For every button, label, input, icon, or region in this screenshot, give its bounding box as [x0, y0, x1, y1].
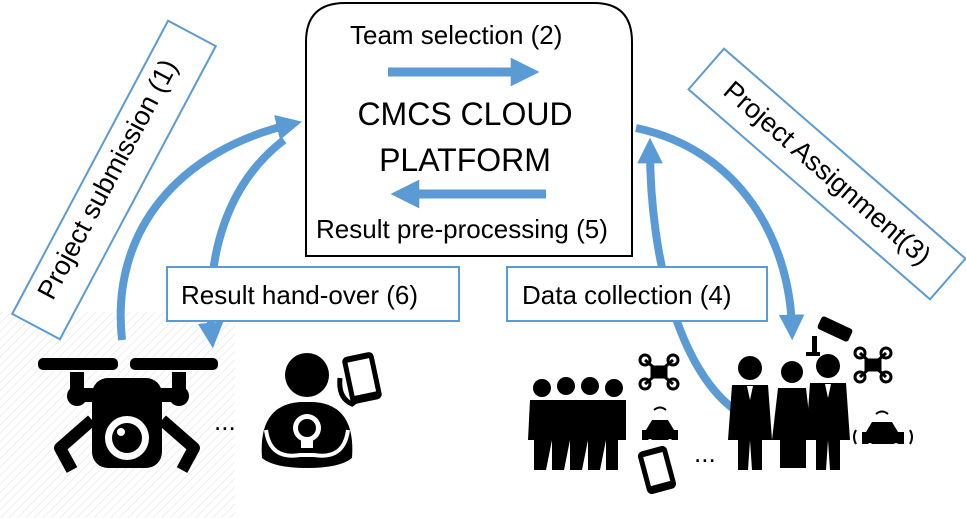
project-assignment-arrow [635, 124, 805, 341]
platform-title-line2: PLATFORM [379, 142, 551, 178]
crowd-icon [528, 377, 626, 470]
connected-car-icon [853, 410, 913, 449]
person-with-idea-icon [261, 353, 353, 468]
team-selection-label: Team selection (2) [350, 20, 563, 50]
project-submission-arrow [116, 115, 302, 341]
result-preprocessing-label: Result pre-processing (5) [316, 214, 608, 244]
data-collection-label: Data collection (4) [522, 280, 732, 310]
result-handover-label: Result hand-over (6) [181, 280, 418, 310]
platform-title-line1: CMCS CLOUD [357, 96, 573, 132]
small-drone-icon [638, 353, 680, 391]
smartphone-icon [337, 352, 382, 407]
drone-icon [38, 358, 218, 473]
ellipsis-right: ... [694, 438, 716, 468]
result-handover-box [166, 266, 460, 322]
project-assignment-box [687, 47, 966, 301]
platform-box [305, 2, 633, 257]
ellipsis-left: ... [214, 406, 236, 436]
business-team-icon [728, 354, 850, 470]
project-submission-box [10, 19, 218, 341]
smartphone-icon [637, 445, 677, 495]
data-collection-box [506, 266, 768, 322]
security-camera-icon [806, 316, 853, 356]
small-drone-icon [853, 346, 893, 384]
connected-car-icon [642, 406, 678, 445]
